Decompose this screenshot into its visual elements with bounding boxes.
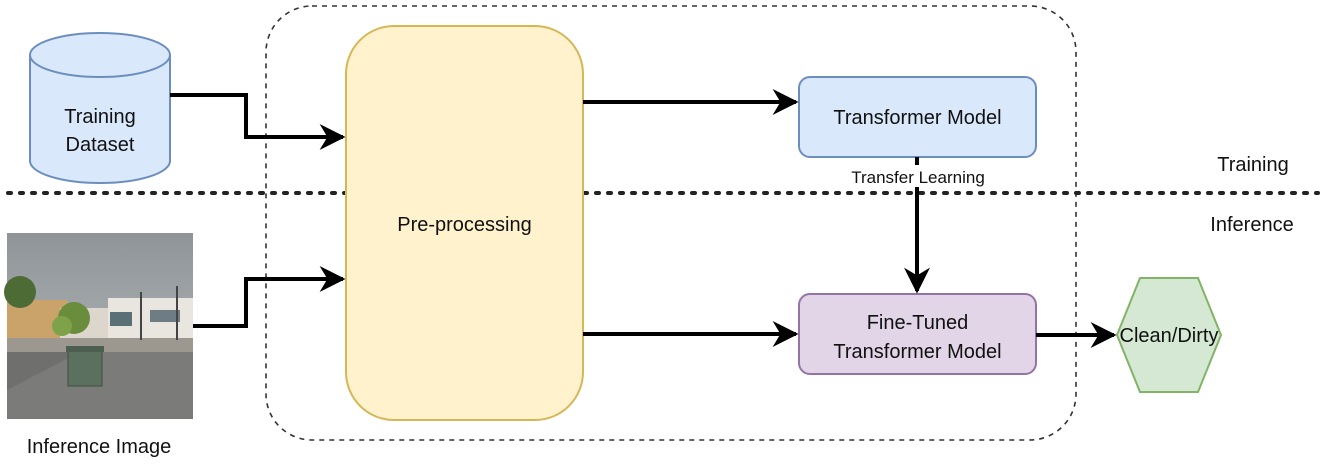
transfer-learning-label: Transfer Learning	[851, 168, 985, 187]
training-dataset-node: Training Dataset	[29, 32, 171, 184]
phase-label-training: Training	[1217, 154, 1289, 176]
fine-tuned-label-line2: Transformer Model	[833, 341, 1001, 363]
edge-dataset-to-preprocessing	[170, 93, 346, 150]
transfer-learning-label-bg	[832, 165, 1004, 187]
inference-image-caption: Inference Image	[27, 436, 172, 458]
phase-label-inference: Inference	[1210, 214, 1293, 236]
fine-tuned-label-line1: Fine-Tuned	[867, 312, 969, 334]
pipeline-container	[265, 5, 1077, 441]
transformer-model-label: Transformer Model	[833, 107, 1001, 129]
training-dataset-label-line1: Training	[64, 106, 136, 128]
transformer-model-node: Transformer Model	[798, 76, 1037, 158]
fine-tuned-model-node: Fine-Tuned Transformer Model	[798, 293, 1037, 375]
inference-image	[4, 233, 193, 419]
clean-dirty-node: Clean/Dirty	[1115, 277, 1223, 393]
preprocessing-label: Pre-processing	[397, 214, 532, 236]
preprocessing-node: Pre-processing	[345, 25, 584, 421]
clean-dirty-label: Clean/Dirty	[1120, 325, 1219, 347]
database-icon	[29, 55, 171, 184]
edge-image-to-preprocessing	[193, 266, 346, 328]
training-dataset-label-line2: Dataset	[66, 134, 135, 156]
